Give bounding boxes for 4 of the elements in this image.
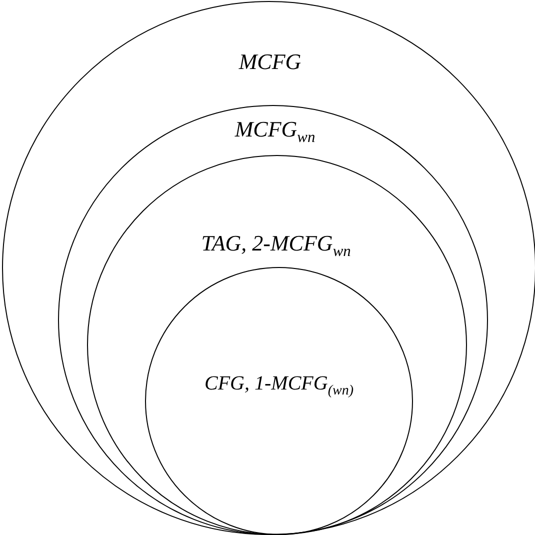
class-label: CFG, 1-MCFG$_{(wn)}$ [204, 372, 354, 400]
class-label: TAG, 2-MCFG$_{wn}$ [201, 230, 351, 262]
class-label: MCFG$_{wn}$ [234, 116, 316, 148]
class-label: MCFG [238, 48, 302, 76]
